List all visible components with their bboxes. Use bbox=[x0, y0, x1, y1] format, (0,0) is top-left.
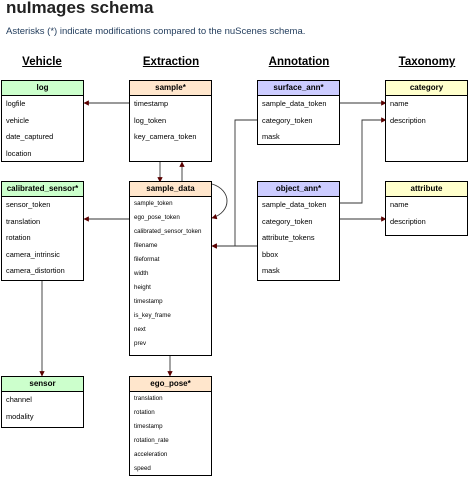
field-sample-data-timestamp: timestamp bbox=[134, 298, 163, 305]
field-calibrated-sensor-camera-distortion: camera_distortion bbox=[6, 266, 65, 275]
group-title-taxonomy: Taxonomy bbox=[398, 56, 456, 68]
field-sample-data-fileformat: fileformat bbox=[134, 256, 160, 263]
table-surface-ann-header: surface_ann* bbox=[258, 81, 339, 96]
field-sample-data-height: height bbox=[134, 284, 151, 291]
field-attribute-name: name bbox=[390, 200, 409, 209]
field-calibrated-sensor-sensor-token: sensor_token bbox=[6, 200, 51, 209]
link-surface-ann-to-sample-data bbox=[211, 119, 258, 249]
table-surface-ann: surface_ann* sample_data_token category_… bbox=[257, 80, 340, 145]
table-ego-pose-header: ego_pose* bbox=[130, 377, 211, 392]
field-surface-ann-sample-data-token: sample_data_token bbox=[262, 99, 327, 108]
field-ego-pose-rotation-rate: rotation_rate bbox=[134, 437, 169, 444]
table-log: log logfile vehicle date_captured locati… bbox=[1, 80, 84, 162]
table-sample-header: sample* bbox=[130, 81, 211, 96]
field-surface-ann-mask: mask bbox=[262, 132, 280, 141]
page-subtitle: Asterisks (*) indicate modifications com… bbox=[6, 26, 306, 37]
page-title: nuImages schema bbox=[6, 0, 154, 17]
table-sample-data-header: sample_data bbox=[130, 182, 211, 197]
field-object-ann-mask: mask bbox=[262, 266, 280, 275]
field-calibrated-sensor-camera-intrinsic: camera_intrinsic bbox=[6, 249, 60, 259]
field-sample-data-width: width bbox=[134, 270, 149, 277]
table-attribute-header: attribute bbox=[386, 182, 467, 197]
field-object-ann-category-token: category_token bbox=[262, 216, 313, 226]
table-calibrated-sensor: calibrated_sensor* sensor_token translat… bbox=[1, 181, 84, 281]
table-sample: sample* timestamp log_token key_camera_t… bbox=[129, 80, 212, 162]
table-attribute: attribute name description bbox=[385, 181, 468, 236]
table-sensor-header: sensor bbox=[2, 377, 83, 392]
field-surface-ann-category-token: category_token bbox=[262, 115, 313, 125]
field-sample-data-prev: prev bbox=[134, 340, 147, 347]
table-sensor: sensor channel modality bbox=[1, 376, 84, 428]
table-sample-data: sample_data sample_token ego_pose_token … bbox=[129, 181, 212, 356]
table-ego-pose: ego_pose* translation rotation timestamp… bbox=[129, 376, 212, 476]
table-category: category name description bbox=[385, 80, 468, 162]
field-sensor-channel: channel bbox=[6, 395, 32, 404]
field-sample-timestamp: timestamp bbox=[134, 99, 169, 108]
field-sample-data-next: next bbox=[134, 326, 146, 333]
group-title-extraction: Extraction bbox=[142, 56, 200, 68]
field-sample-data-sample-token: sample_token bbox=[134, 200, 173, 207]
field-ego-pose-acceleration: acceleration bbox=[134, 451, 168, 458]
field-sample-log-token: log_token bbox=[134, 115, 167, 125]
field-ego-pose-translation: translation bbox=[134, 395, 163, 402]
group-title-annotation: Annotation bbox=[268, 56, 330, 68]
field-sample-data-calibrated-sensor-token: calibrated_sensor_token bbox=[134, 228, 202, 235]
link-object-ann-to-category bbox=[340, 117, 387, 204]
field-category-name: name bbox=[390, 99, 409, 108]
field-sample-key-camera-token: key_camera_token bbox=[134, 132, 197, 141]
field-calibrated-sensor-rotation: rotation bbox=[6, 233, 31, 242]
table-category-header: category bbox=[386, 81, 467, 96]
field-sensor-modality: modality bbox=[6, 411, 34, 421]
field-attribute-description: description bbox=[390, 216, 426, 226]
field-ego-pose-timestamp: timestamp bbox=[134, 423, 163, 430]
group-title-vehicle: Vehicle bbox=[22, 56, 62, 68]
field-log-date-captured: date_captured bbox=[6, 132, 54, 141]
field-object-ann-bbox: bbox bbox=[262, 249, 279, 259]
field-object-ann-sample-data-token: sample_data_token bbox=[262, 200, 327, 209]
field-sample-data-is-key-frame: is_key_frame bbox=[134, 312, 171, 319]
field-log-logfile: logfile bbox=[6, 99, 26, 108]
table-object-ann: object_ann* sample_data_token category_t… bbox=[257, 181, 340, 281]
field-category-description: description bbox=[390, 115, 426, 125]
field-object-ann-attribute-tokens: attribute_tokens bbox=[262, 233, 315, 242]
link-sample-data-self bbox=[211, 183, 228, 220]
table-log-header: log bbox=[2, 81, 83, 96]
field-log-vehicle: vehicle bbox=[6, 115, 30, 125]
field-sample-data-ego-pose-token: ego_pose_token bbox=[134, 214, 180, 221]
field-ego-pose-speed: speed bbox=[134, 465, 151, 472]
field-ego-pose-rotation: rotation bbox=[134, 409, 155, 416]
table-object-ann-header: object_ann* bbox=[258, 182, 339, 197]
field-calibrated-sensor-translation: translation bbox=[6, 216, 41, 226]
field-sample-data-filename: filename bbox=[134, 242, 158, 249]
field-log-location: location bbox=[6, 148, 32, 158]
table-calibrated-sensor-header: calibrated_sensor* bbox=[2, 182, 83, 197]
